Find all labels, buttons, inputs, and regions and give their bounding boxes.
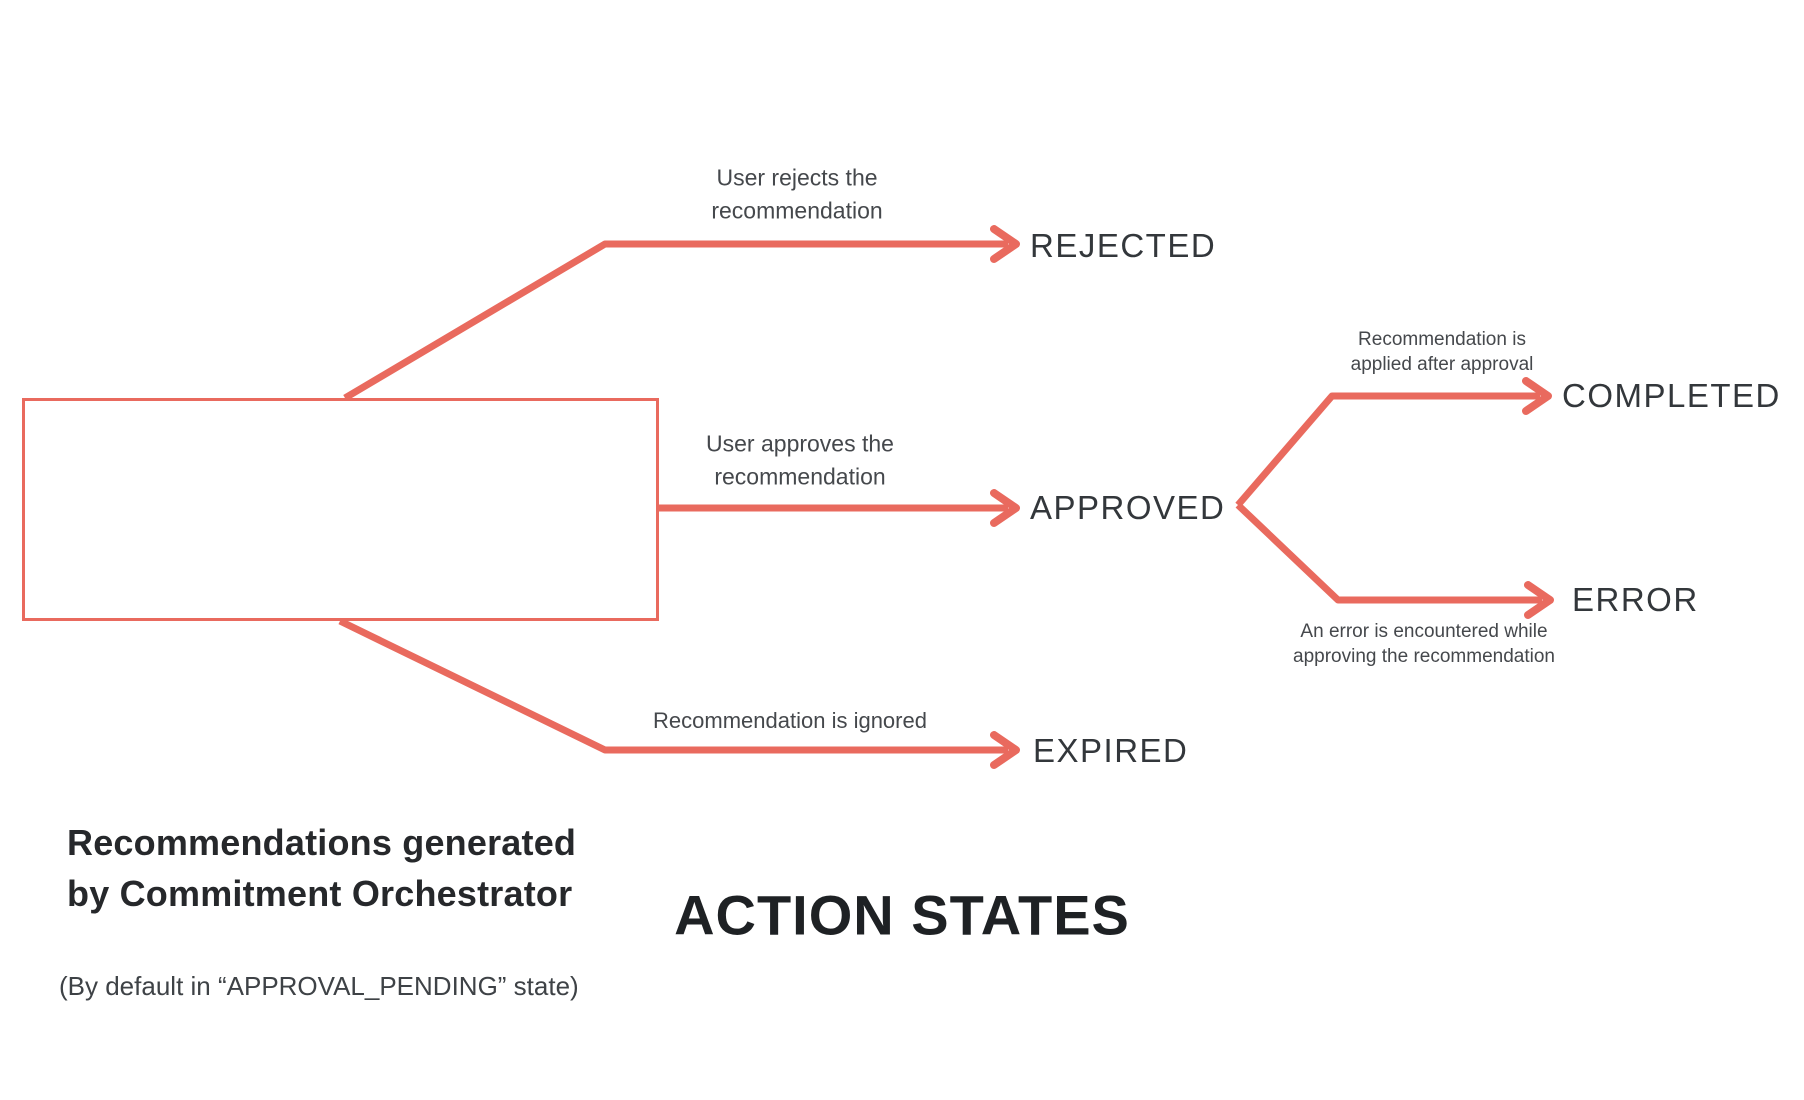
approved-edge-label: User approves the recommendation (706, 430, 894, 490)
source-node-box: Recommendations generated by Commitment … (22, 398, 659, 1001)
expired-connector-line (338, 617, 1008, 754)
state-approved: APPROVED (1030, 489, 1226, 526)
expired-arrowhead-icon (990, 731, 1020, 769)
diagram-title: ACTION STATES (674, 883, 1130, 947)
rejected-arrowhead-icon (990, 225, 1020, 263)
state-rejected: REJECTED (1030, 227, 1217, 264)
rejected-connector-line (343, 240, 1008, 402)
completed-edge-label: Recommendation is applied after approval (1350, 328, 1534, 375)
source-node-title: Recommendations generated by Commitment … (67, 822, 577, 915)
approved-arrowhead-icon (990, 489, 1020, 527)
expired-edge-label: Recommendation is ignored (653, 708, 927, 733)
error-connector-line (1235, 502, 1542, 604)
completed-arrowhead-icon (1522, 377, 1552, 415)
state-error: ERROR (1572, 581, 1699, 618)
state-expired: EXPIRED (1033, 732, 1189, 769)
error-arrowhead-icon (1524, 581, 1554, 619)
rejected-edge-label: User rejects the recommendation (711, 164, 883, 224)
source-node-subtitle: (By default in “APPROVAL_PENDING” state) (59, 971, 579, 1001)
error-edge-label: An error is encountered while approving … (1293, 620, 1555, 667)
state-completed: COMPLETED (1562, 377, 1781, 414)
completed-connector-line (1235, 392, 1540, 508)
